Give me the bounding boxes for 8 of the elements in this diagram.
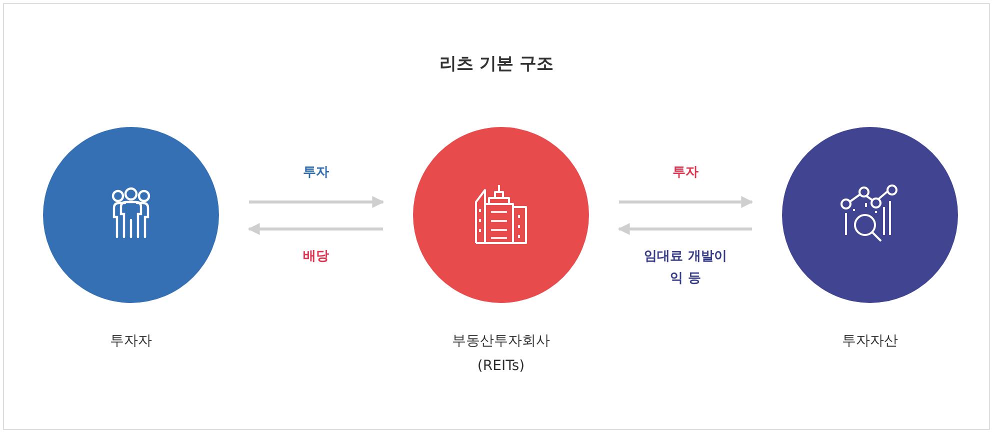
diagram-title: 리츠 기본 구조: [438, 53, 554, 75]
arrow: [618, 223, 752, 235]
node-label: 부동산투자회사 (REITs): [451, 332, 551, 376]
arrow: [619, 196, 754, 208]
node-label: 투자자: [109, 332, 153, 351]
arrow: [248, 223, 383, 235]
node-label: 투자자산: [841, 332, 899, 351]
arrow: [249, 196, 384, 208]
